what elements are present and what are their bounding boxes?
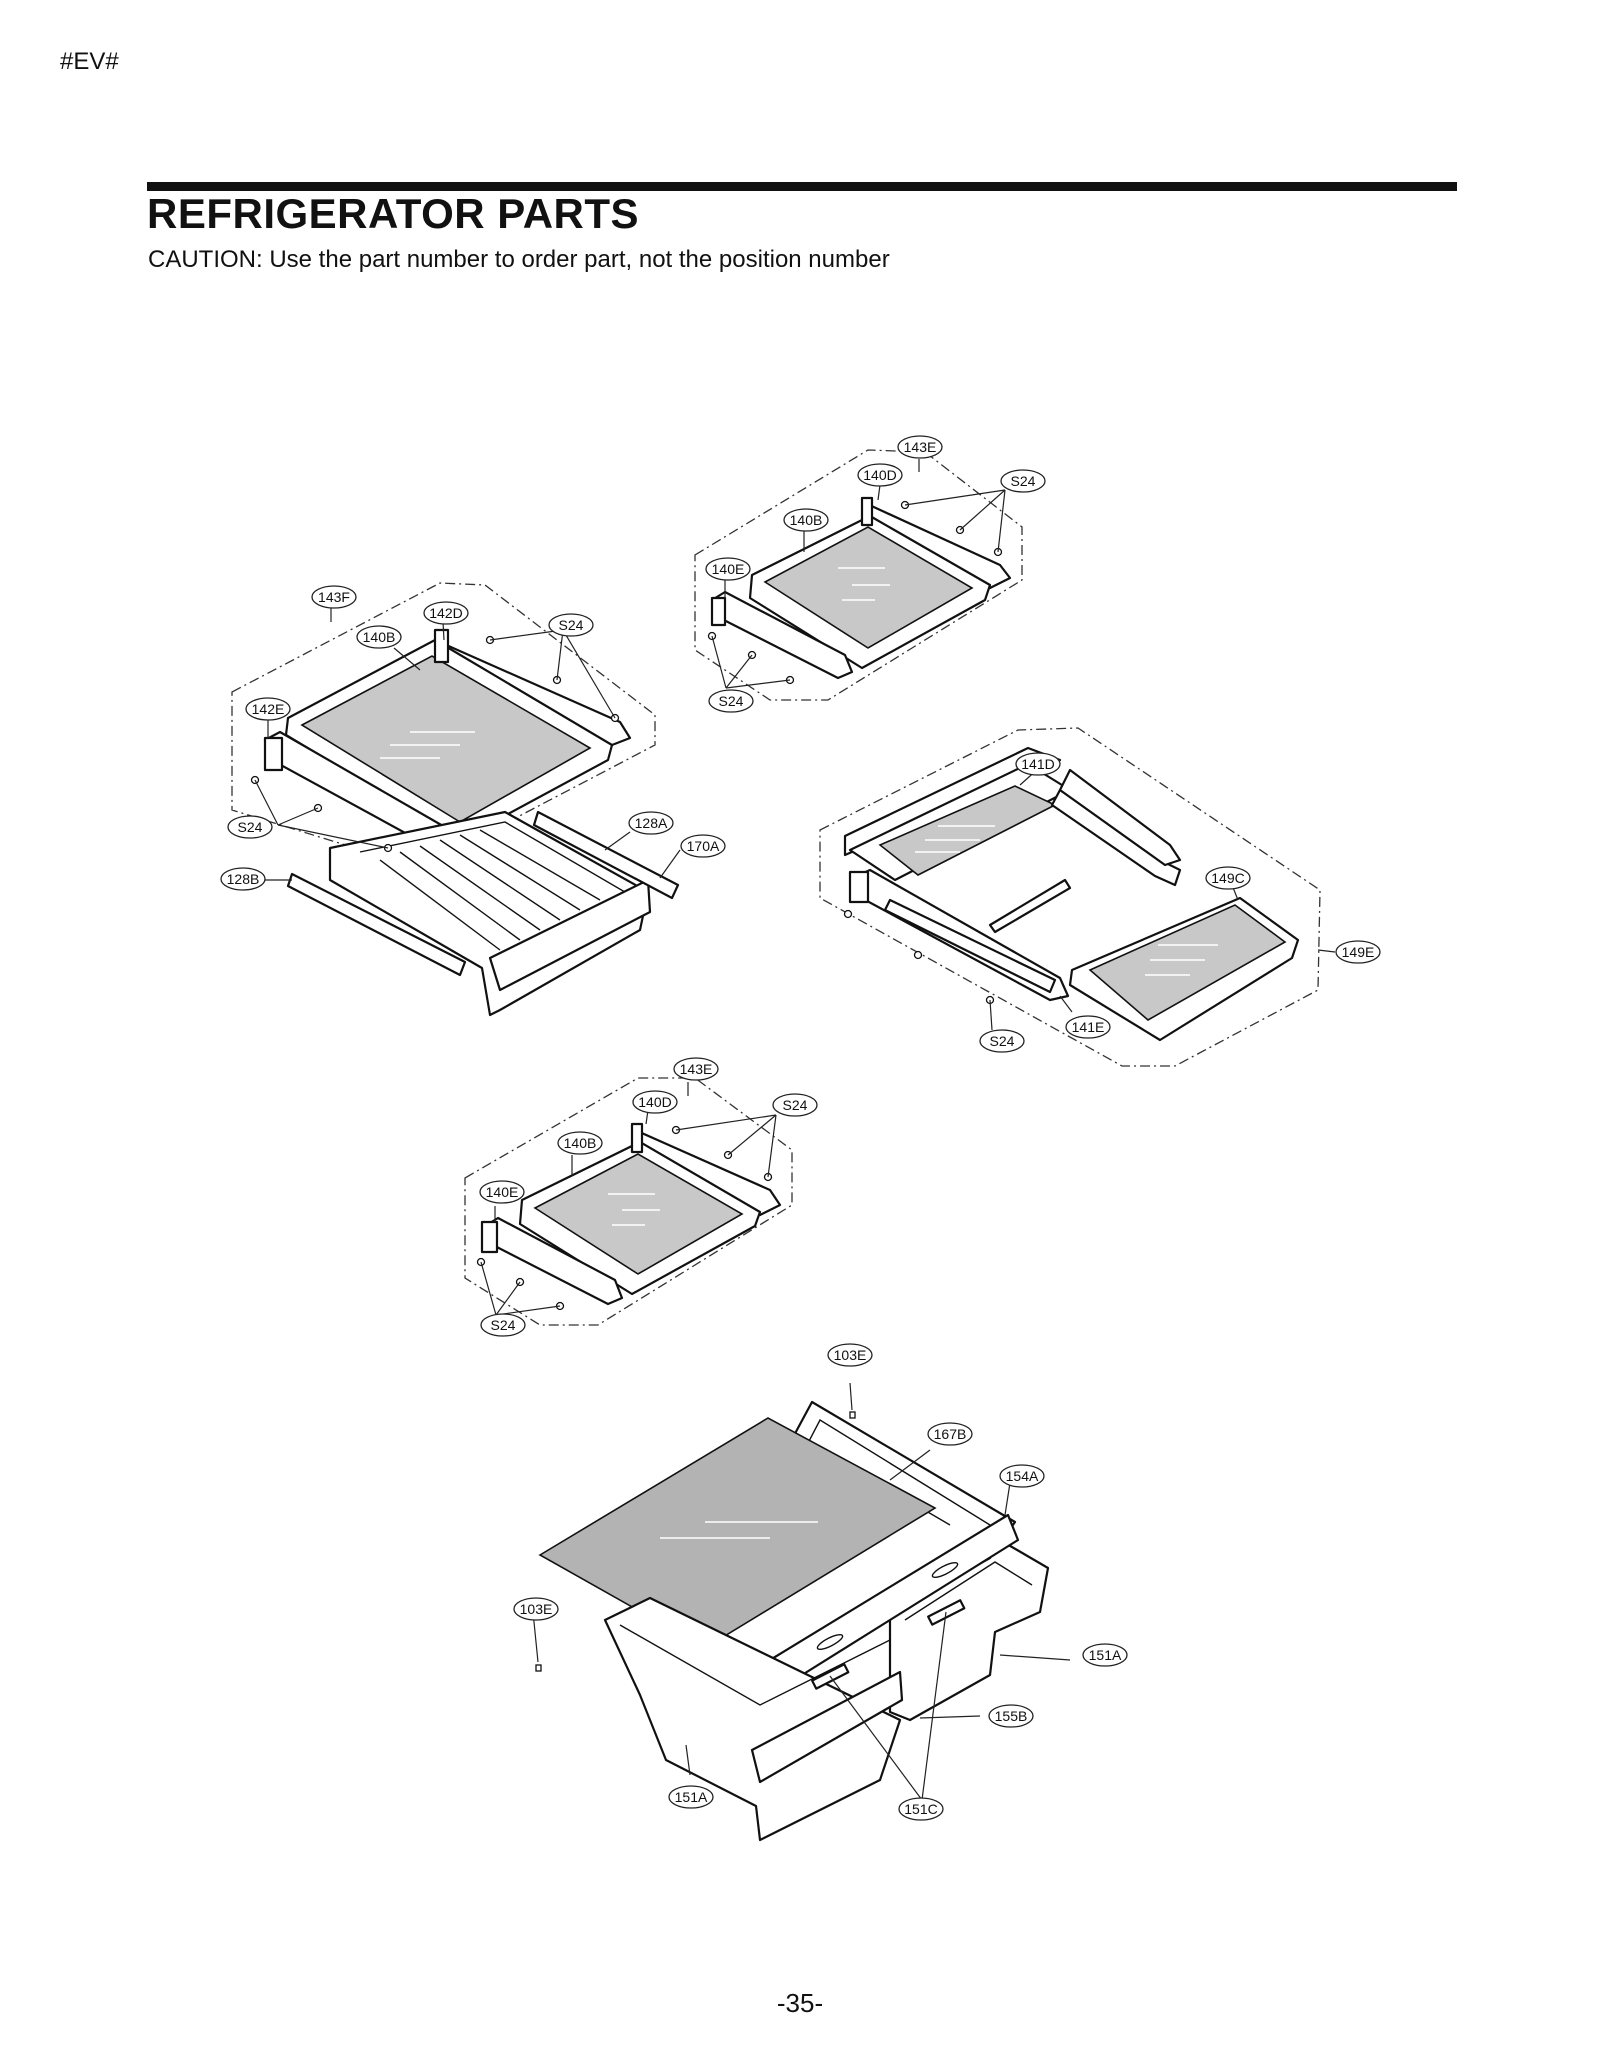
callout-S24-d-bottom: S24: [480, 1313, 526, 1337]
svg-text:141D: 141D: [1021, 756, 1054, 772]
svg-text:S24: S24: [990, 1033, 1015, 1049]
callout-S24-b-top: S24: [548, 613, 594, 637]
callout-151A-right: 151A: [1082, 1643, 1128, 1667]
svg-text:140B: 140B: [363, 629, 396, 645]
svg-text:128B: 128B: [227, 871, 260, 887]
callout-S24-c: S24: [979, 1029, 1025, 1053]
callout-142E: 142E: [245, 697, 291, 721]
svg-text:151C: 151C: [904, 1801, 937, 1817]
callout-142D: 142D: [423, 601, 469, 625]
crisper-assembly: [532, 1382, 1071, 1842]
svg-text:143E: 143E: [680, 1061, 713, 1077]
svg-text:140D: 140D: [863, 467, 896, 483]
shelf-assembly-middle: [464, 1077, 793, 1326]
svg-text:151A: 151A: [1089, 1647, 1122, 1663]
callout-128A: 128A: [628, 811, 674, 835]
svg-text:140B: 140B: [564, 1135, 597, 1151]
svg-text:140E: 140E: [712, 561, 745, 577]
callout-143E-d: 143E: [673, 1057, 719, 1081]
svg-text:S24: S24: [238, 819, 263, 835]
callout-143F: 143F: [311, 585, 357, 609]
split-shelf-assembly-right: [819, 727, 1336, 1067]
callout-155B: 155B: [988, 1704, 1034, 1728]
callout-151A-left: 151A: [668, 1785, 714, 1809]
callout-140B-b: 140B: [356, 625, 402, 649]
svg-text:151A: 151A: [675, 1789, 708, 1805]
callout-143E-a: 143E: [897, 435, 943, 459]
svg-text:170A: 170A: [687, 838, 720, 854]
svg-text:149E: 149E: [1342, 944, 1375, 960]
callout-140B-d: 140B: [557, 1131, 603, 1155]
callout-151C: 151C: [898, 1797, 944, 1821]
svg-text:142D: 142D: [429, 605, 462, 621]
callout-154A: 154A: [999, 1464, 1045, 1488]
callout-170A: 170A: [680, 834, 726, 858]
svg-text:141E: 141E: [1072, 1019, 1105, 1035]
svg-text:S24: S24: [491, 1317, 516, 1333]
callout-167B: 167B: [927, 1422, 973, 1446]
svg-text:S24: S24: [719, 693, 744, 709]
callout-140E-a: 140E: [705, 557, 751, 581]
svg-text:140E: 140E: [486, 1184, 519, 1200]
svg-text:140D: 140D: [638, 1094, 671, 1110]
svg-text:154A: 154A: [1006, 1468, 1039, 1484]
callout-140B-a: 140B: [783, 508, 829, 532]
callout-S24-a-top: S24: [1000, 469, 1046, 493]
callout-141D: 141D: [1015, 752, 1061, 776]
svg-text:103E: 103E: [834, 1347, 867, 1363]
caution-note: CAUTION: Use the part number to order pa…: [148, 246, 890, 273]
svg-text:140B: 140B: [790, 512, 823, 528]
svg-text:167B: 167B: [934, 1426, 967, 1442]
page-number: -35-: [776, 1988, 824, 2018]
title-rule: [147, 182, 1457, 191]
callout-149E: 149E: [1335, 940, 1381, 964]
callout-140D-d: 140D: [632, 1090, 678, 1114]
svg-text:S24: S24: [559, 617, 584, 633]
svg-text:S24: S24: [1011, 473, 1036, 489]
svg-text:128A: 128A: [635, 815, 668, 831]
svg-text:155B: 155B: [995, 1708, 1028, 1724]
svg-text:S24: S24: [783, 1097, 808, 1113]
svg-text:143F: 143F: [318, 589, 350, 605]
callout-140D-a: 140D: [857, 463, 903, 487]
shelf-assembly-upper-right: [694, 449, 1023, 701]
callout-S24-a-bottom: S24: [708, 689, 754, 713]
document-code: #EV#: [60, 48, 119, 75]
svg-text:103E: 103E: [520, 1601, 553, 1617]
callout-S24-b-bottom: S24: [227, 815, 273, 839]
page-title: REFRIGERATOR PARTS: [147, 190, 640, 237]
callout-140E-d: 140E: [479, 1180, 525, 1204]
callout-103E-left: 103E: [513, 1597, 559, 1621]
callout-149C: 149C: [1205, 866, 1251, 890]
callout-128B: 128B: [220, 867, 266, 891]
svg-text:149C: 149C: [1211, 870, 1244, 886]
callout-S24-d-top: S24: [772, 1093, 818, 1117]
callout-103E-top: 103E: [827, 1343, 873, 1367]
svg-text:142E: 142E: [252, 701, 285, 717]
shelf-drawer-assembly-upper-left: [231, 582, 681, 1017]
callout-141E: 141E: [1065, 1015, 1111, 1039]
svg-text:143E: 143E: [904, 439, 937, 455]
